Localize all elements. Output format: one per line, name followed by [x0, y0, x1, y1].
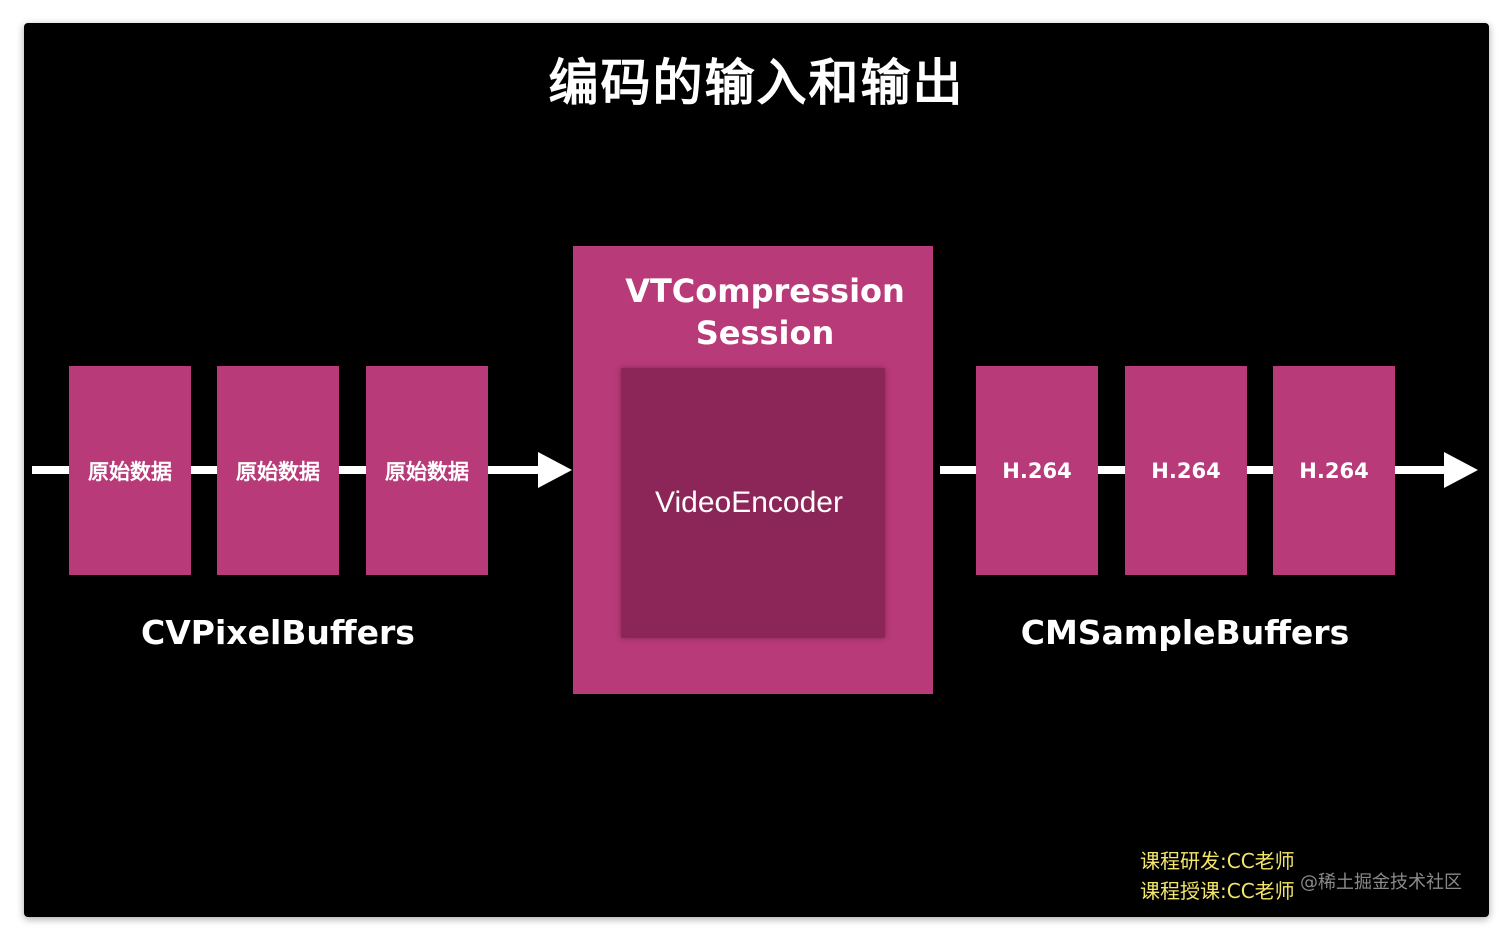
output-buffer-1: H.264	[976, 366, 1098, 575]
video-encoder-box: VideoEncoder	[621, 368, 885, 638]
output-group-label: CMSampleBuffers	[1020, 613, 1350, 652]
compression-session-box: VTCompression Session VideoEncoder	[573, 246, 933, 694]
output-buffer-3: H.264	[1273, 366, 1395, 575]
session-title: VTCompression Session	[573, 270, 957, 354]
input-arrow-head	[538, 452, 572, 488]
input-buffer-label: 原始数据	[88, 459, 172, 484]
input-buffer-3: 原始数据	[366, 366, 488, 575]
diagram-title: 编码的输入和输出	[548, 54, 965, 112]
output-buffer-label: H.264	[1151, 458, 1221, 483]
credit-line-2: 课程授课:CC老师	[1140, 879, 1295, 903]
input-buffer-1: 原始数据	[69, 366, 191, 575]
credit-line-1: 课程研发:CC老师	[1140, 849, 1295, 873]
output-arrow-head	[1444, 452, 1478, 488]
session-title-line2: Session	[695, 314, 835, 352]
session-title-line1: VTCompression	[625, 272, 905, 310]
watermark: @稀土掘金技术社区	[1300, 872, 1462, 893]
video-encoder-label: VideoEncoder	[655, 486, 843, 519]
output-buffer-label: H.264	[1002, 458, 1072, 483]
diagram-canvas: 编码的输入和输出 原始数据 原始数据 原始数据 CVPixelBuffers V…	[24, 23, 1489, 917]
input-buffer-label: 原始数据	[236, 459, 320, 484]
input-buffer-label: 原始数据	[385, 459, 469, 484]
input-group-label: CVPixelBuffers	[141, 613, 415, 652]
output-buffer-2: H.264	[1125, 366, 1247, 575]
input-buffer-2: 原始数据	[217, 366, 339, 575]
output-buffer-label: H.264	[1299, 458, 1369, 483]
